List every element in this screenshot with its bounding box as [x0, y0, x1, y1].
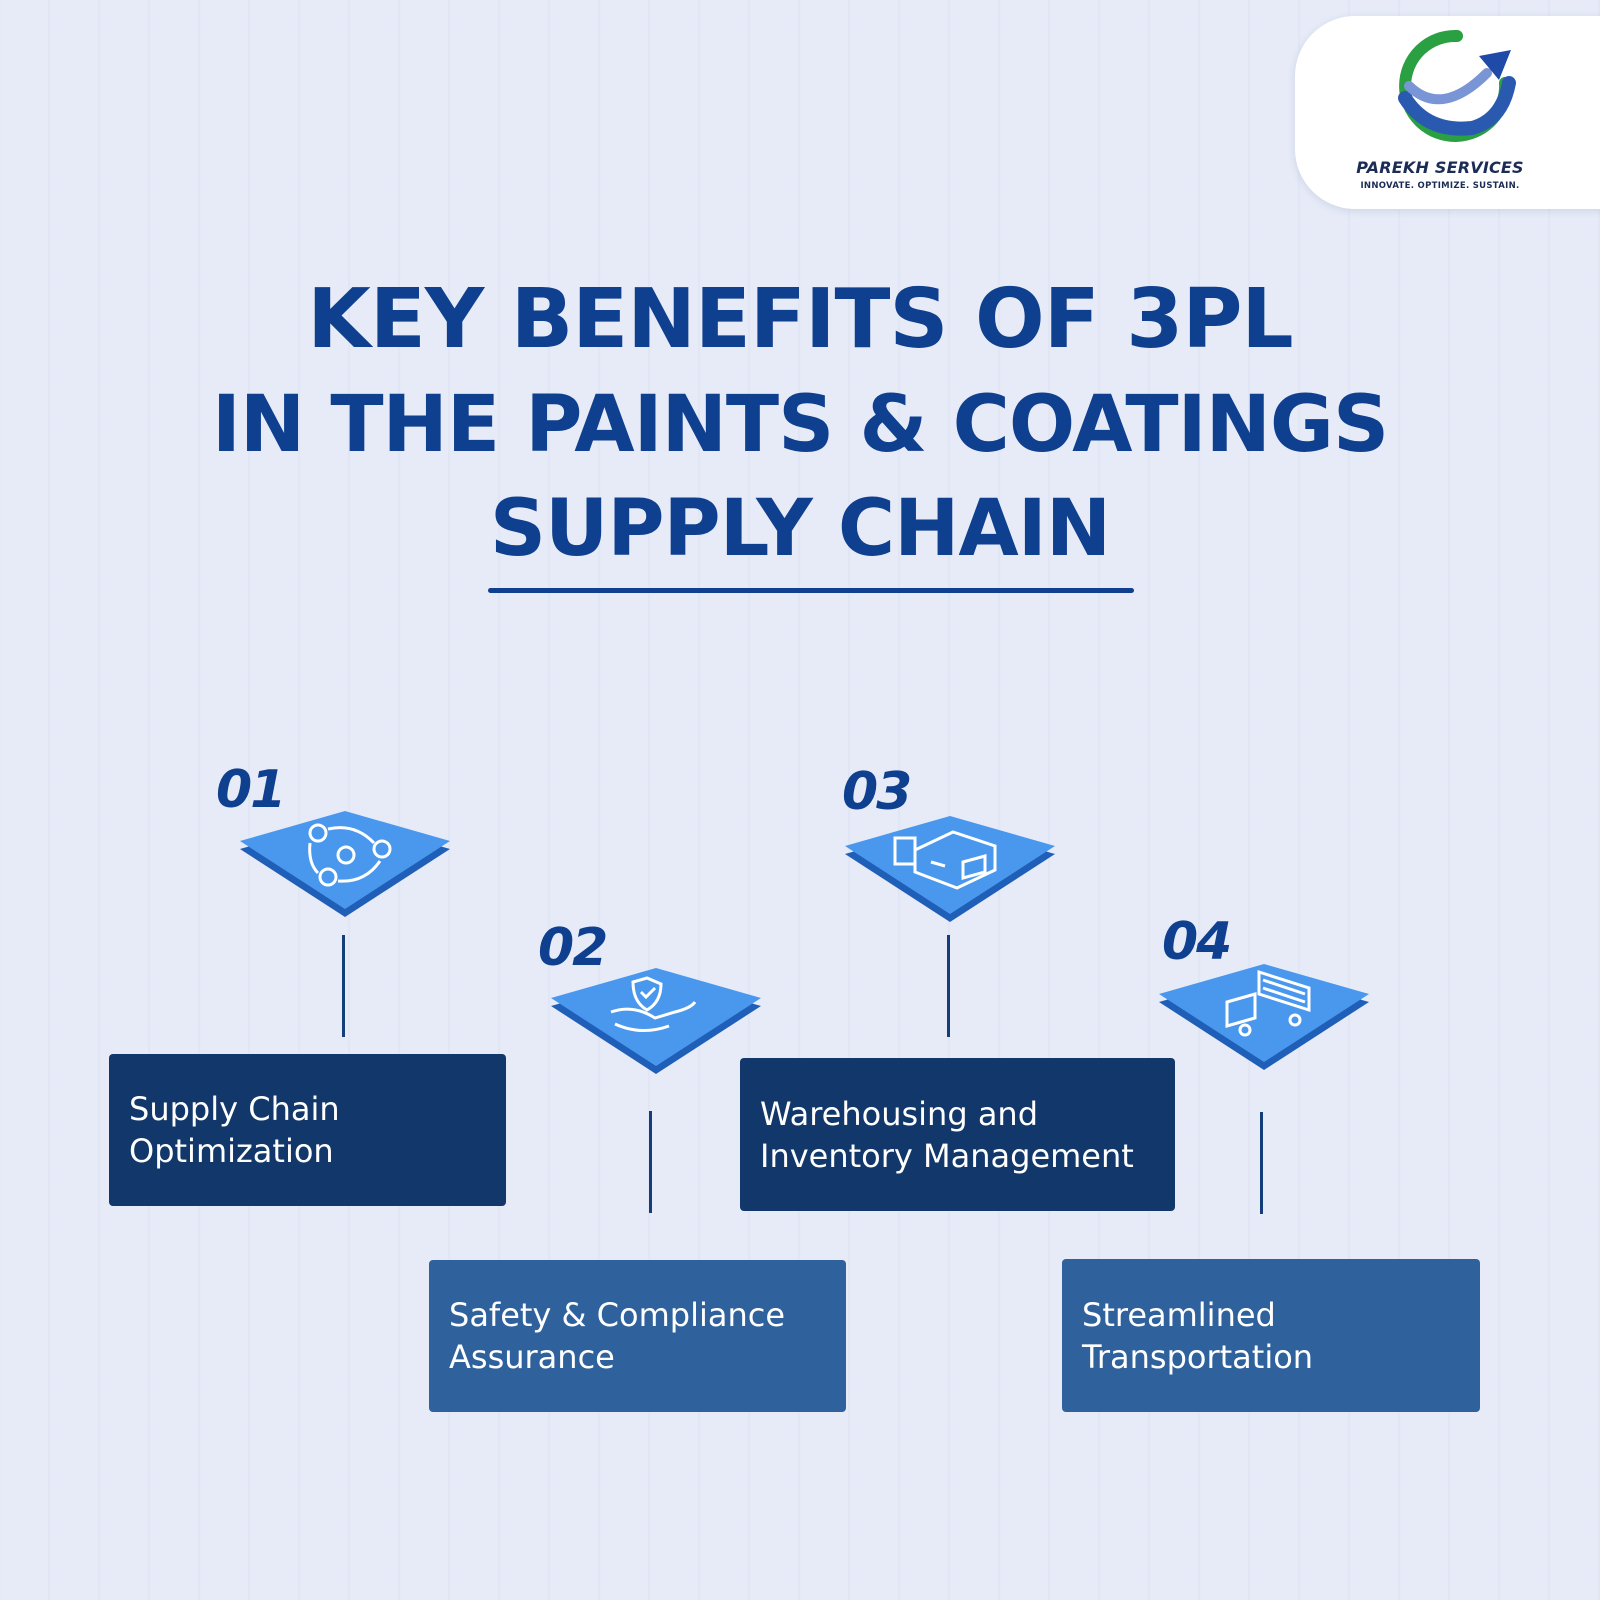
warehouse-icon	[893, 830, 997, 890]
benefit-number-04: 04	[1162, 912, 1232, 972]
benefit-label-line1: Supply Chain	[129, 1090, 340, 1128]
title-line-3: SUPPLY CHAIN	[489, 484, 1111, 574]
benefit-number-02: 02	[538, 918, 608, 978]
cycle-process-icon	[308, 823, 392, 887]
benefit-label-line1: Streamlined	[1082, 1295, 1276, 1334]
title-underline	[488, 588, 1134, 593]
benefit-box-01: Supply Chain Optimization	[109, 1054, 506, 1206]
connector-line-04	[1260, 1112, 1263, 1214]
benefit-tile-01	[240, 805, 460, 925]
logo-tagline: INNOVATE. OPTIMIZE. SUSTAIN.	[1360, 181, 1520, 191]
benefit-tile-02	[551, 962, 771, 1082]
logo-name: PAREKH SERVICES	[1356, 158, 1524, 177]
benefit-number-01: 01	[216, 760, 286, 820]
benefit-label-line2: Assurance	[449, 1338, 615, 1376]
benefit-tile-04	[1159, 958, 1379, 1078]
connector-line-02	[649, 1111, 652, 1213]
benefit-number-03: 03	[842, 762, 912, 822]
title-line-2: IN THE PAINTS & COATINGS	[211, 380, 1389, 470]
benefit-label-line1: Safety & Compliance	[449, 1296, 786, 1334]
benefit-label-line2: Transportation	[1082, 1337, 1314, 1376]
connector-line-01	[342, 935, 345, 1037]
hand-shield-icon	[610, 976, 697, 1032]
parekh-logo-icon	[1398, 29, 1516, 142]
logo-card: PAREKH SERVICES INNOVATE. OPTIMIZE. SUST…	[1295, 16, 1600, 209]
benefit-box-04: Streamlined Transportation	[1062, 1259, 1480, 1412]
benefit-box-03: Warehousing and Inventory Management	[740, 1058, 1175, 1211]
benefit-tile-03	[845, 810, 1065, 930]
connector-line-03	[947, 935, 950, 1037]
benefit-box-02: Safety & Compliance Assurance	[429, 1260, 846, 1412]
benefit-label-line2: Inventory Management	[760, 1136, 1134, 1175]
title-line-1: KEY BENEFITS OF 3PL	[307, 272, 1293, 367]
truck-icon	[1225, 969, 1311, 1037]
benefit-label-line2: Optimization	[129, 1132, 334, 1170]
benefit-label-line1: Warehousing and	[760, 1094, 1039, 1133]
